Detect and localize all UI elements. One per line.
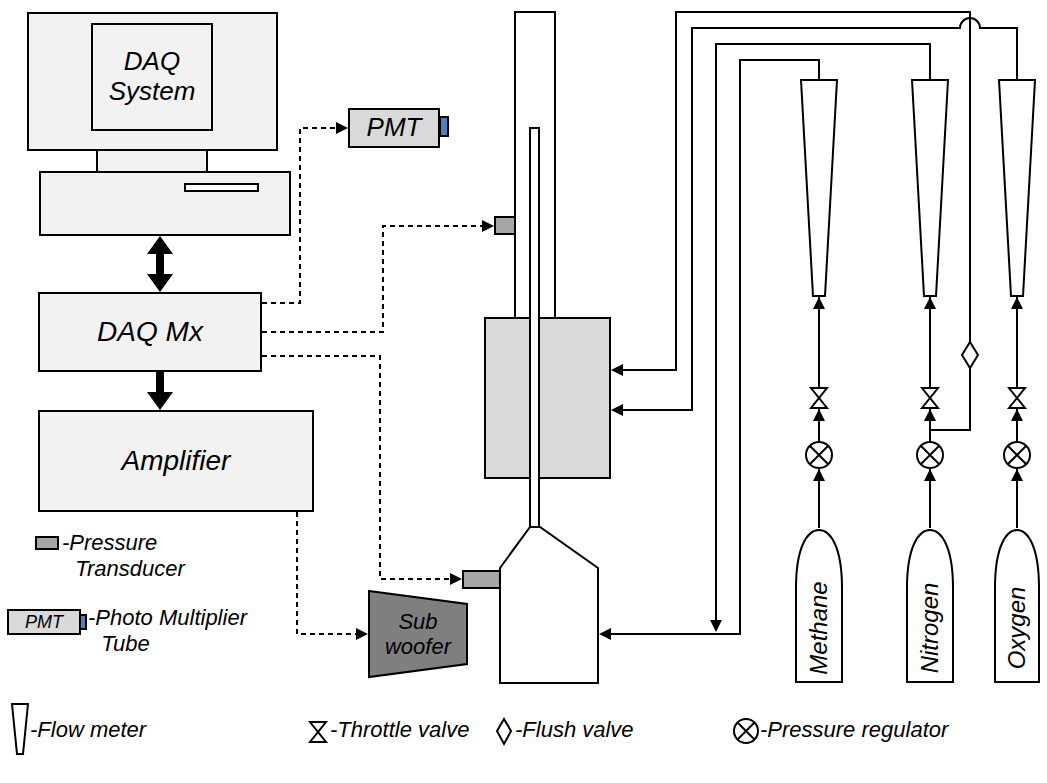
computer-node: DAQ System <box>27 12 291 236</box>
monitor-stand <box>97 150 207 172</box>
sample-label: PMT <box>8 610 80 634</box>
throttle-valve <box>1009 388 1025 408</box>
drive-slot <box>185 184 258 191</box>
computer-base <box>40 172 290 235</box>
regulator-cross-sample <box>738 723 754 739</box>
symbol-label: PMT <box>25 612 63 633</box>
legend-entry: -Flush valve <box>515 717 634 743</box>
node-label: Sub woofer <box>368 609 468 660</box>
legend-entry: -Throttle valve <box>330 717 469 743</box>
gas-cylinder: Methane <box>795 528 843 683</box>
amplifier-box: Amplifier <box>38 410 314 512</box>
legend-text: -Throttle valve <box>330 717 469 743</box>
burner-tube <box>530 128 539 527</box>
legend-text: -Flow meter <box>30 717 146 743</box>
node-label: Methane <box>805 581 833 674</box>
legend-entry: -Flow meter <box>30 717 146 743</box>
legend-entry: -Pressure Transducer <box>62 530 202 582</box>
gas-components <box>801 80 1035 468</box>
signal-line <box>297 512 356 634</box>
throttle-valve-sample <box>310 722 326 742</box>
lead-arrowheads <box>450 220 494 585</box>
arrowhead <box>599 628 611 640</box>
arrowhead <box>482 220 494 232</box>
detector-box: PMT <box>348 108 440 148</box>
daq-box: DAQ Mx <box>38 292 262 372</box>
legend-text: -Flush valve <box>515 717 634 743</box>
flush-pipe <box>622 12 970 430</box>
flush-valve-sample <box>497 719 511 744</box>
arrowhead <box>813 409 825 421</box>
gas-cylinder: Oxygen <box>994 528 1040 683</box>
monitor-screen <box>92 24 212 130</box>
flow-meter <box>912 80 948 296</box>
node-label: PMT <box>367 113 422 143</box>
data-arrow <box>156 254 164 274</box>
detector-sample <box>8 610 80 634</box>
monitor-frame <box>28 13 277 150</box>
combustor-chamber <box>485 318 610 478</box>
arrowhead <box>813 469 825 481</box>
node-label: Amplifier <box>122 445 231 477</box>
detector-window-sample <box>80 615 86 629</box>
pressure-transducer <box>495 217 515 234</box>
legend-text: -Pressure regulator <box>760 717 948 743</box>
cylinder-outline <box>796 530 842 682</box>
flow-meter <box>999 80 1035 296</box>
legend-text: -Photo Multiplier Tube <box>88 605 268 657</box>
arrowhead <box>1011 297 1023 309</box>
arrowhead <box>924 297 936 309</box>
regulator-cross <box>810 446 1026 464</box>
throttle-valve <box>922 388 938 408</box>
flush-valve <box>962 342 978 368</box>
arrowhead <box>611 404 623 416</box>
speaker-shape: Sub woofer <box>368 590 468 678</box>
methane-pipe <box>611 60 819 634</box>
arrowhead <box>924 469 936 481</box>
cylinder-outline <box>907 530 953 682</box>
combustor <box>440 12 610 683</box>
shape-outline <box>27 12 291 236</box>
arrowhead <box>924 409 936 421</box>
node-label: DAQ System <box>92 47 212 107</box>
screen-area: DAQ System <box>92 24 212 130</box>
transducer-sample <box>36 537 58 549</box>
flow-meter-sample <box>12 704 28 754</box>
legend-entry: -Photo Multiplier Tube <box>88 605 268 657</box>
gas-cylinder: Nitrogen <box>906 528 954 683</box>
node-label: Nitrogen <box>916 583 944 674</box>
plenum <box>500 527 598 683</box>
sensor-leads <box>262 226 482 579</box>
legend-entry: -Pressure regulator <box>760 717 948 743</box>
flow-meter <box>801 80 837 296</box>
arrowhead <box>450 573 462 585</box>
arrowhead <box>611 364 623 376</box>
node-label: DAQ Mx <box>97 316 203 348</box>
node-label: Oxygen <box>1003 587 1031 670</box>
data-arrow <box>156 372 164 392</box>
cylinder-outline <box>995 530 1039 682</box>
arrowhead <box>710 620 722 632</box>
speaker-outline <box>369 591 467 677</box>
arrowhead <box>1011 469 1023 481</box>
detector-window <box>440 117 448 136</box>
throttle-valve <box>811 388 827 408</box>
regulator-sample <box>734 719 758 743</box>
legend-text: -Pressure Transducer <box>62 530 202 582</box>
signal-lead <box>262 226 482 332</box>
pressure-transducer <box>463 571 500 588</box>
arrowhead <box>813 297 825 309</box>
arrowhead <box>1011 409 1023 421</box>
